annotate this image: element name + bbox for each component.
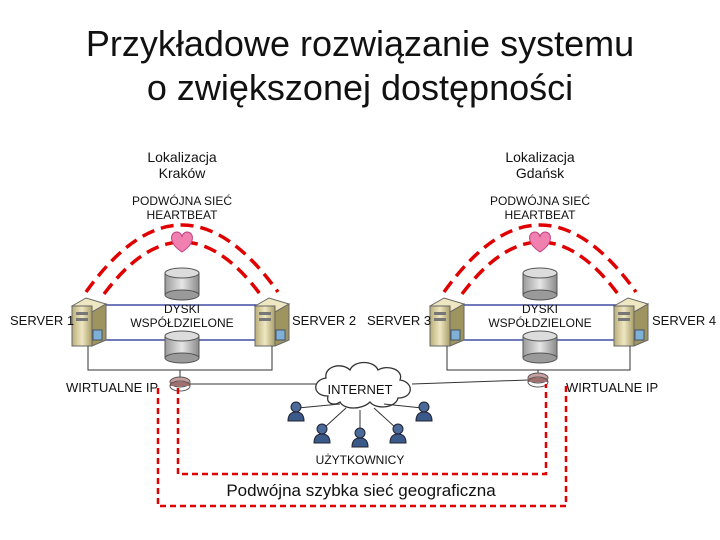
router-icon <box>169 376 191 392</box>
geo-network-links <box>156 384 568 508</box>
disk-icon <box>522 267 558 301</box>
server-label: SERVER 3 <box>367 313 431 328</box>
server-icon <box>428 297 466 347</box>
heartbeat-arcs <box>84 223 280 296</box>
heartbeat-label-line1: PODWÓJNA SIEĆ <box>490 193 590 208</box>
router-icon <box>527 372 549 388</box>
disk-icon <box>164 267 200 301</box>
virtual-ip-label: WIRTUALNE IP <box>566 380 658 395</box>
site-location-name: Kraków <box>159 165 207 181</box>
cloud-icon <box>315 361 411 409</box>
heart-icon <box>171 231 193 253</box>
title-line-1: Przykładowe rozwiązanie systemu <box>85 23 635 64</box>
geo-network-label: Podwójna szybka sieć geograficzna <box>226 481 496 500</box>
user-icon <box>415 401 433 422</box>
heartbeat-label-line2: HEARTBEAT <box>147 208 219 222</box>
server-label: SERVER 1 <box>10 313 74 328</box>
user-links <box>297 403 423 432</box>
server-icon <box>612 297 650 347</box>
geo-network-label-bg <box>200 478 524 502</box>
site-gdansk: Lokalizacja Gdańsk PODWÓJNA SIEĆ HEARTBE… <box>367 149 716 395</box>
site-location-name: Gdańsk <box>516 165 565 181</box>
heart-icon <box>529 231 551 253</box>
disk-icon <box>164 330 200 364</box>
heartbeat-arcs <box>442 223 638 296</box>
site-krakow: Lokalizacja Kraków PODWÓJNA SIEĆ HEARTBE… <box>10 149 356 395</box>
internet-label: INTERNET <box>328 382 393 397</box>
heartbeat-label-line2: HEARTBEAT <box>505 208 577 222</box>
site-location-label: Lokalizacja <box>147 149 216 165</box>
storage-label-line1: DYSKI <box>522 302 558 316</box>
site-location-label: Lokalizacja <box>505 149 574 165</box>
page-title: Przykładowe rozwiązanie systemu o zwięks… <box>0 22 720 110</box>
storage-label-line1: DYSKI <box>164 302 200 316</box>
server-icon <box>70 297 108 347</box>
title-line-2: o zwiększonej dostępności <box>146 67 574 108</box>
storage-label-line2: WSPÓŁDZIELONE <box>488 315 591 330</box>
user-icon <box>389 423 407 444</box>
server-label: SERVER 2 <box>292 313 356 328</box>
storage-label-line2: WSPÓŁDZIELONE <box>130 315 233 330</box>
users-label: UŻYTKOWNICY <box>316 453 405 467</box>
user-icon <box>313 423 331 444</box>
user-icon <box>351 427 369 448</box>
server-icon <box>253 297 291 347</box>
virtual-ip-label: WIRTUALNE IP <box>66 380 158 395</box>
internet-links <box>190 379 529 385</box>
disk-icon <box>522 330 558 364</box>
user-icon <box>287 401 305 422</box>
server-label: SERVER 4 <box>652 313 716 328</box>
heartbeat-label-line1: PODWÓJNA SIEĆ <box>132 193 232 208</box>
